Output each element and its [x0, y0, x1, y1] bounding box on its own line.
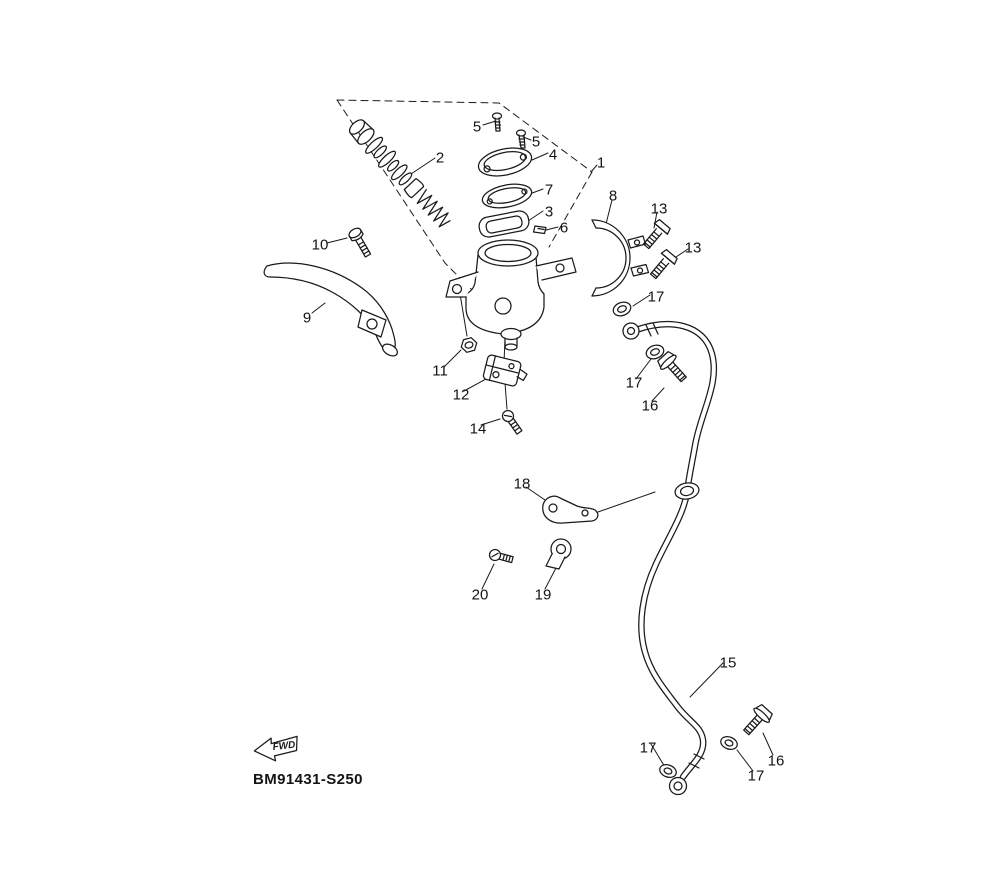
- fwd-label: FWD: [272, 740, 296, 753]
- callout-label: 12: [452, 386, 470, 404]
- callout-label: 17: [639, 739, 657, 757]
- callout-label: 13: [684, 239, 702, 257]
- hose-washer-1: [612, 301, 632, 317]
- hose-clamp: [545, 538, 572, 570]
- fwd-arrow-icon: FWD: [253, 735, 298, 762]
- callout-label: 15: [719, 654, 737, 672]
- callout-label: 19: [534, 586, 552, 604]
- callout-label: 6: [559, 219, 569, 237]
- bracket-screw: [501, 409, 523, 435]
- clamp-bolt-1: [642, 218, 671, 250]
- callout-label: 16: [767, 752, 785, 770]
- lever-pivot-bolt: [348, 227, 372, 258]
- callout-label: 7: [544, 181, 554, 199]
- piston-kit-stack: [348, 119, 451, 228]
- diaphragm-plate: [481, 183, 533, 209]
- callout-label: 17: [647, 288, 665, 306]
- clamp-screw: [488, 548, 514, 564]
- switch-bracket: [482, 354, 528, 387]
- callout-label: 5: [472, 118, 482, 136]
- clip: [532, 225, 547, 235]
- callout-label: 10: [311, 236, 329, 254]
- hose-washer-3: [659, 764, 677, 778]
- callout-label: 5: [531, 133, 541, 151]
- callout-label: 9: [302, 309, 312, 327]
- hose-grommet: [674, 482, 700, 500]
- callout-label: 1: [596, 154, 606, 172]
- callout-label: 17: [747, 767, 765, 785]
- callout-label: 20: [471, 586, 489, 604]
- hose-washer-4: [720, 736, 738, 750]
- master-cylinder-body: [445, 239, 577, 351]
- union-bolt-1: [657, 351, 687, 383]
- callout-label: 17: [625, 374, 643, 392]
- brake-hose: [622, 321, 718, 796]
- cap-screw-1: [491, 112, 503, 132]
- union-bolt-2: [743, 704, 773, 736]
- callout-label: 16: [641, 397, 659, 415]
- reservoir-cap: [477, 147, 533, 177]
- hose-stay: [542, 495, 599, 524]
- handlebar-clamp: [591, 219, 650, 297]
- callout-label: 18: [513, 475, 531, 493]
- brake-lever: [263, 262, 398, 357]
- cap-screw-2: [515, 129, 527, 149]
- callout-label: 2: [435, 149, 445, 167]
- reservoir-diaphragm: [478, 210, 530, 238]
- diagram-part-code: BM91431-S250: [253, 771, 363, 788]
- callout-label: 3: [544, 203, 554, 221]
- callout-label: 8: [608, 187, 618, 205]
- callout-label: 4: [548, 146, 558, 164]
- lever-nut: [460, 337, 478, 353]
- clamp-bolt-2: [649, 248, 678, 280]
- callout-label: 14: [469, 420, 487, 438]
- hose-washer-2: [645, 344, 665, 360]
- callout-label: 13: [650, 200, 668, 218]
- callout-label: 11: [432, 362, 448, 380]
